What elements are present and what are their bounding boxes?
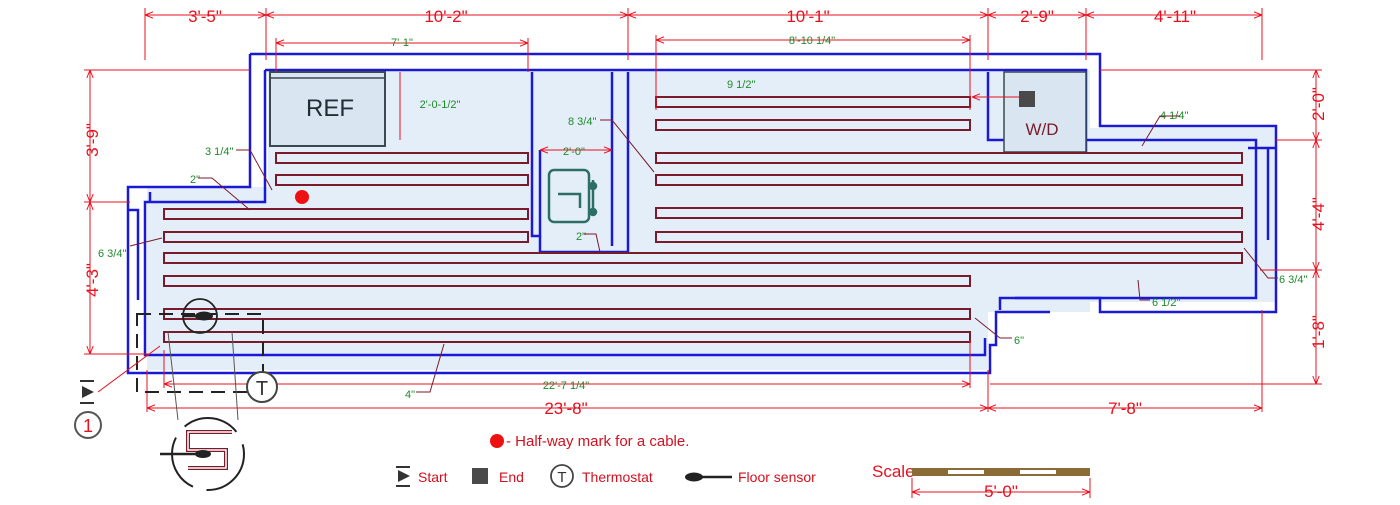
note-2-left: 2" [190,174,200,186]
right-bay-dim: 7'-8" [1108,399,1142,418]
right-bottom-dim: 1'-8" [1309,315,1328,349]
section-marker: 1 [74,411,102,439]
legend-start-icon [396,466,410,487]
ref-span-dim: 7'-1" [391,37,413,49]
legend-floor-sensor-label: Floor sensor [738,469,816,485]
thermostat-icon: T [246,371,278,403]
halfway-legend-dot [490,434,504,448]
cable-end-marker [1019,91,1035,107]
cable-run-bottom [163,331,971,343]
refrigerator: REF [269,71,386,147]
top-dimensions: 3'-5" 10'-2" 10'-1" 2'-9" 4'-11" [188,7,1196,26]
top-dim-5: 4'-11" [1154,7,1196,26]
legend-thermostat-icon: T [550,464,574,488]
top-dim-2: 10'-2" [424,7,467,26]
note-8-3-4: 8 3/4" [568,116,596,128]
cable-run-upper-left [275,174,529,186]
ref-offset-dim: 2'-0-1/2" [420,99,461,111]
scale-value: 5'-0" [984,482,1018,501]
legend-floor-sensor-icon [685,472,732,482]
top-dim-4: 2'-9" [1020,7,1054,26]
floor-area [147,70,1275,370]
cable-run-left [163,208,529,220]
cable-run-main-right [655,231,1243,243]
note-4: 4" [405,389,415,401]
right-top-dim: 2'-0" [1309,87,1328,121]
sink-icon [547,168,598,224]
cable-run-main-right [655,207,1243,219]
start-arrow-icon [80,345,161,404]
note-3-1-4: 3 1/4" [205,146,233,158]
legend-end-icon [472,468,488,484]
note-leaders [129,115,1278,393]
side-dimensions: 3'-9" 4'-3" 2'-0" 4'-4" 1'-8" [83,87,1328,349]
cable-run-main-right [655,152,1243,164]
top-dim-3: 10'-1" [786,7,829,26]
note-6-3-4-right: 6 3/4" [1279,274,1307,286]
legend-thermostat-letter: T [557,469,566,486]
sink-gap-dim: 2'-0" [563,146,585,158]
cable-run-dim: 22'-7 1/4" [543,380,589,392]
floor-sensor [182,298,218,334]
top-dim-1: 3'-5" [188,7,222,26]
legend: Start End T Thermostat Floor sensor [396,464,816,488]
overall-length-dim: 23'-8" [544,399,587,418]
dimension-lines [84,8,1322,412]
left-upper-dim: 3'-9" [83,123,102,157]
halfway-mark [295,190,309,204]
washer-dryer-label: W/D [1025,120,1058,139]
note-6-1-2: 6 1/2" [1152,297,1180,309]
note-6: 6" [1014,335,1024,347]
thermostat-letter: T [256,378,268,400]
scale-bar: Scale 5'-0" [872,462,1091,501]
cable-run-upper-left [275,152,529,164]
washer-dryer: W/D [1003,71,1087,153]
legend-thermostat-label: Thermostat [582,469,653,485]
scale-title: Scale [872,462,915,481]
cable-run-main-right [655,174,1243,186]
note-2-sink: 2" [576,231,586,243]
legend-start-label: Start [418,469,448,485]
cable-run-left [163,231,529,243]
right-middle-dim: 4'-4" [1309,197,1328,231]
refrigerator-label: REF [306,95,354,122]
kitchen-span-dim: 8'-10 1/4" [789,35,835,47]
note-9-1-2: 9 1/2" [727,79,755,91]
heating-cable [163,96,1243,343]
spacing-notes: 3 1/4" 2" 6 3/4" 8 3/4" 2" 9 1/2" 4 1/4"… [98,79,1307,401]
sensor-detail-bubble [160,331,245,491]
cable-run-bottom [163,275,971,287]
section-marker-number: 1 [83,416,93,436]
inner-dimensions: 7'-1" 8'-10 1/4" 2'-0-1/2" 2'-0" 22'-7 1… [391,35,1142,418]
left-lower-dim: 4'-3" [83,263,102,297]
cable-run-full [163,252,1243,264]
cable-run-kitchen [655,119,971,131]
note-6-3-4-left: 6 3/4" [98,248,126,260]
halfway-note: - Half-way mark for a cable. [506,433,689,450]
legend-end-label: End [499,469,524,485]
thermostat-box-outline [136,313,264,393]
